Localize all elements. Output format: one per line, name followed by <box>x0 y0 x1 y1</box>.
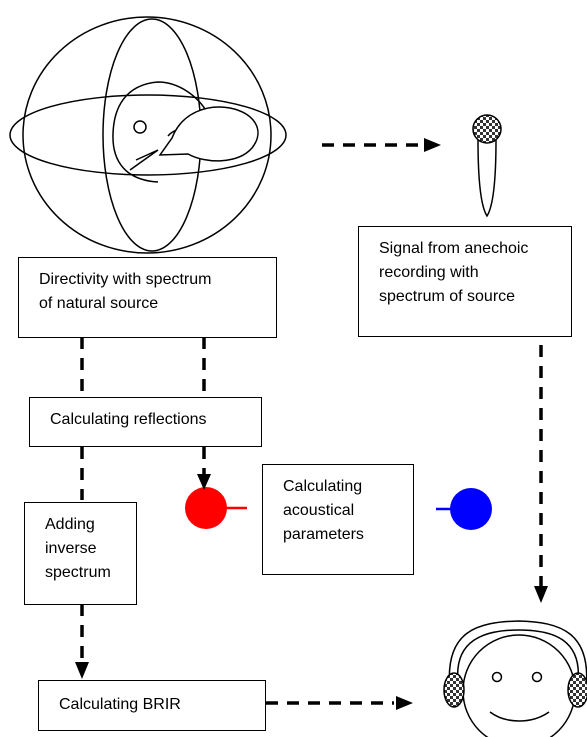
connectors <box>80 143 543 705</box>
anechoic-box: Signal from anechoic recording with spec… <box>358 226 572 337</box>
arrowhead-listener-top <box>534 586 548 603</box>
sphere-outline <box>22 16 272 254</box>
microphone-handle <box>477 139 497 218</box>
listener-eye-left <box>491 671 503 683</box>
directivity-line-1: Directivity with spectrum <box>39 271 212 288</box>
red-receiver-ball <box>185 487 227 529</box>
inverse-line-3: spectrum <box>45 564 111 581</box>
arrowhead-receiver <box>197 474 211 490</box>
microphone-head <box>472 114 502 144</box>
brir-box: Calculating BRIR <box>38 680 266 731</box>
inverse-line-2: inverse <box>45 540 97 557</box>
ear-cup-right <box>567 672 587 708</box>
head-eye <box>133 120 147 134</box>
inverse-box: Adding inverse spectrum <box>24 502 137 605</box>
headband-inner <box>456 629 580 683</box>
microphone-icon <box>472 114 502 218</box>
head-nose <box>129 149 159 171</box>
arrowhead-brir <box>75 662 89 679</box>
blue-receiver-ball <box>450 488 492 530</box>
red-receiver-icon <box>185 487 247 529</box>
anechoic-line-2: recording with <box>379 264 479 281</box>
directivity-balloon-icon <box>9 16 287 254</box>
acoustical-line-2: acoustical <box>283 502 355 519</box>
directivity-line-2: of natural source <box>39 295 159 312</box>
listener-eye-right <box>531 671 543 683</box>
acoustical-line-3: parameters <box>283 526 364 543</box>
arrowhead-listener-left <box>396 696 413 710</box>
listener-headphones-icon <box>443 620 587 737</box>
directivity-box: Directivity with spectrum of natural sou… <box>18 257 277 338</box>
speech-bubble <box>158 106 259 162</box>
listener-smile <box>489 711 550 722</box>
sphere-equator <box>9 94 287 176</box>
anechoic-line-1: Signal from anechoic <box>379 240 529 257</box>
arrowheads <box>75 138 548 710</box>
reflections-line-1: Calculating reflections <box>50 411 207 428</box>
arrowhead-mic <box>424 138 441 152</box>
inverse-line-1: Adding <box>45 516 95 533</box>
acoustical-box: Calculating acoustical parameters <box>262 464 414 575</box>
ear-cup-left <box>443 672 465 708</box>
anechoic-line-3: spectrum of source <box>379 288 516 305</box>
reflections-box: Calculating reflections <box>29 397 262 447</box>
brir-line-1: Calculating BRIR <box>59 696 181 713</box>
acoustical-line-1: Calculating <box>283 478 363 495</box>
blue-receiver-icon <box>436 488 492 530</box>
headband-outer <box>448 620 587 691</box>
